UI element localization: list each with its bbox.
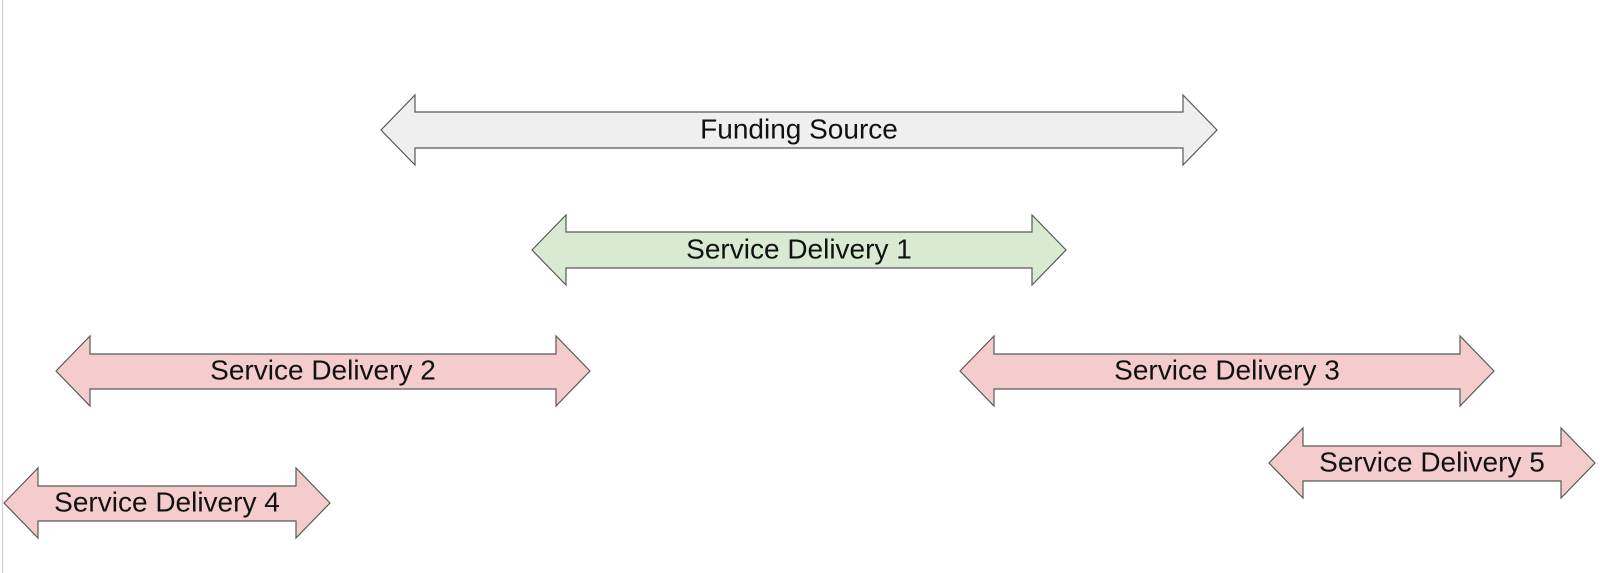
service-delivery-1-arrow[interactable]: Service Delivery 1 xyxy=(531,213,1067,287)
service-delivery-3-label: Service Delivery 3 xyxy=(1114,354,1340,385)
funding-source-arrow[interactable]: Funding Source xyxy=(380,93,1218,167)
service-delivery-5-arrow[interactable]: Service Delivery 5 xyxy=(1268,426,1596,500)
service-delivery-2-arrow-shape xyxy=(55,334,591,408)
canvas-left-border xyxy=(2,0,3,573)
service-delivery-4-arrow[interactable]: Service Delivery 4 xyxy=(3,466,331,540)
funding-source-label: Funding Source xyxy=(700,113,898,144)
service-delivery-3-arrow[interactable]: Service Delivery 3 xyxy=(959,334,1495,408)
service-delivery-4-label: Service Delivery 4 xyxy=(54,486,280,517)
service-delivery-4-arrow-shape xyxy=(3,466,331,540)
service-delivery-2-label: Service Delivery 2 xyxy=(210,354,436,385)
service-delivery-5-arrow-shape xyxy=(1268,426,1596,500)
service-delivery-3-arrow-shape xyxy=(959,334,1495,408)
funding-source-arrow-shape xyxy=(380,93,1218,167)
service-delivery-2-arrow[interactable]: Service Delivery 2 xyxy=(55,334,591,408)
service-delivery-1-label: Service Delivery 1 xyxy=(686,233,912,264)
service-delivery-5-label: Service Delivery 5 xyxy=(1319,446,1545,477)
service-delivery-1-arrow-shape xyxy=(531,213,1067,287)
